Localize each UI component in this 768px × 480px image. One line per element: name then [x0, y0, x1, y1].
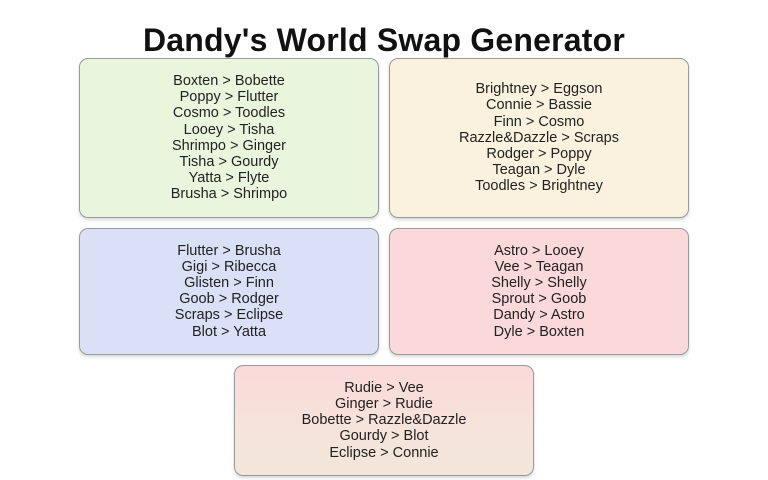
swap-line: Finn > Cosmo [493, 113, 585, 130]
swap-line: Blot > Yatta [191, 323, 267, 340]
swap-line: Rudie > Vee [344, 379, 424, 396]
swap-line: Gourdy > Blot [339, 428, 429, 445]
swap-line: Goob > Rodger [179, 291, 279, 308]
swap-line: Toodles > Brightney [475, 178, 603, 195]
swap-line: Yatta > Flyte [188, 170, 270, 187]
swap-line: Gigi > Ribecca [181, 258, 277, 275]
swap-card-3: Flutter > Brusha Gigi > Ribecca Glisten … [79, 227, 379, 355]
swap-cards-container: Boxten > Bobette Poppy > Flutter Cosmo >… [0, 58, 768, 476]
swap-line: Boxten > Bobette [173, 73, 285, 89]
swap-line: Tisha > Gourdy [179, 154, 279, 171]
swap-line: Looey > Tisha [183, 121, 275, 138]
swap-line: Brusha > Shrimpo [170, 186, 288, 203]
card-row-1: Boxten > Bobette Poppy > Flutter Cosmo >… [0, 58, 768, 218]
swap-line: Dyle > Boxten [493, 323, 585, 340]
swap-line: Astro > Looey [494, 242, 584, 259]
card-row-3: Rudie > Vee Ginger > Rudie Bobette > Raz… [0, 364, 768, 476]
swap-line: Connie > Bassie [486, 97, 592, 114]
swap-line: Shelly > Shelly [491, 275, 587, 292]
swap-line: Rodger > Poppy [486, 145, 592, 162]
swap-line: Ginger > Rudie [335, 396, 433, 413]
swap-card-2: Brightney > Eggson Connie > Bassie Finn … [389, 58, 689, 218]
swap-line: Sprout > Goob [491, 291, 587, 308]
swap-line: Shrimpo > Ginger [171, 137, 287, 154]
swap-line: Glisten > Finn [184, 275, 274, 292]
swap-line: Scraps > Eclipse [174, 307, 284, 324]
swap-line: Flutter > Brusha [177, 242, 281, 259]
swap-line: Eclipse > Connie [329, 444, 439, 461]
swap-line: Brightney > Eggson [475, 81, 603, 98]
swap-line: Poppy > Flutter [179, 89, 279, 106]
swap-line: Vee > Teagan [494, 258, 584, 275]
swap-line: Bobette > Razzle&Dazzle [301, 412, 467, 429]
card-row-2: Flutter > Brusha Gigi > Ribecca Glisten … [0, 227, 768, 355]
swap-card-5: Rudie > Vee Ginger > Rudie Bobette > Raz… [234, 364, 534, 476]
swap-card-1: Boxten > Bobette Poppy > Flutter Cosmo >… [79, 58, 379, 218]
swap-line: Teagan > Dyle [492, 162, 586, 179]
swap-line: Razzle&Dazzle > Scraps [459, 129, 619, 146]
swap-card-4: Astro > Looey Vee > Teagan Shelly > Shel… [389, 227, 689, 355]
swap-line: Cosmo > Toodles [172, 105, 286, 122]
page-title: Dandy's World Swap Generator [142, 22, 626, 58]
swap-line: Dandy > Astro [493, 307, 585, 324]
